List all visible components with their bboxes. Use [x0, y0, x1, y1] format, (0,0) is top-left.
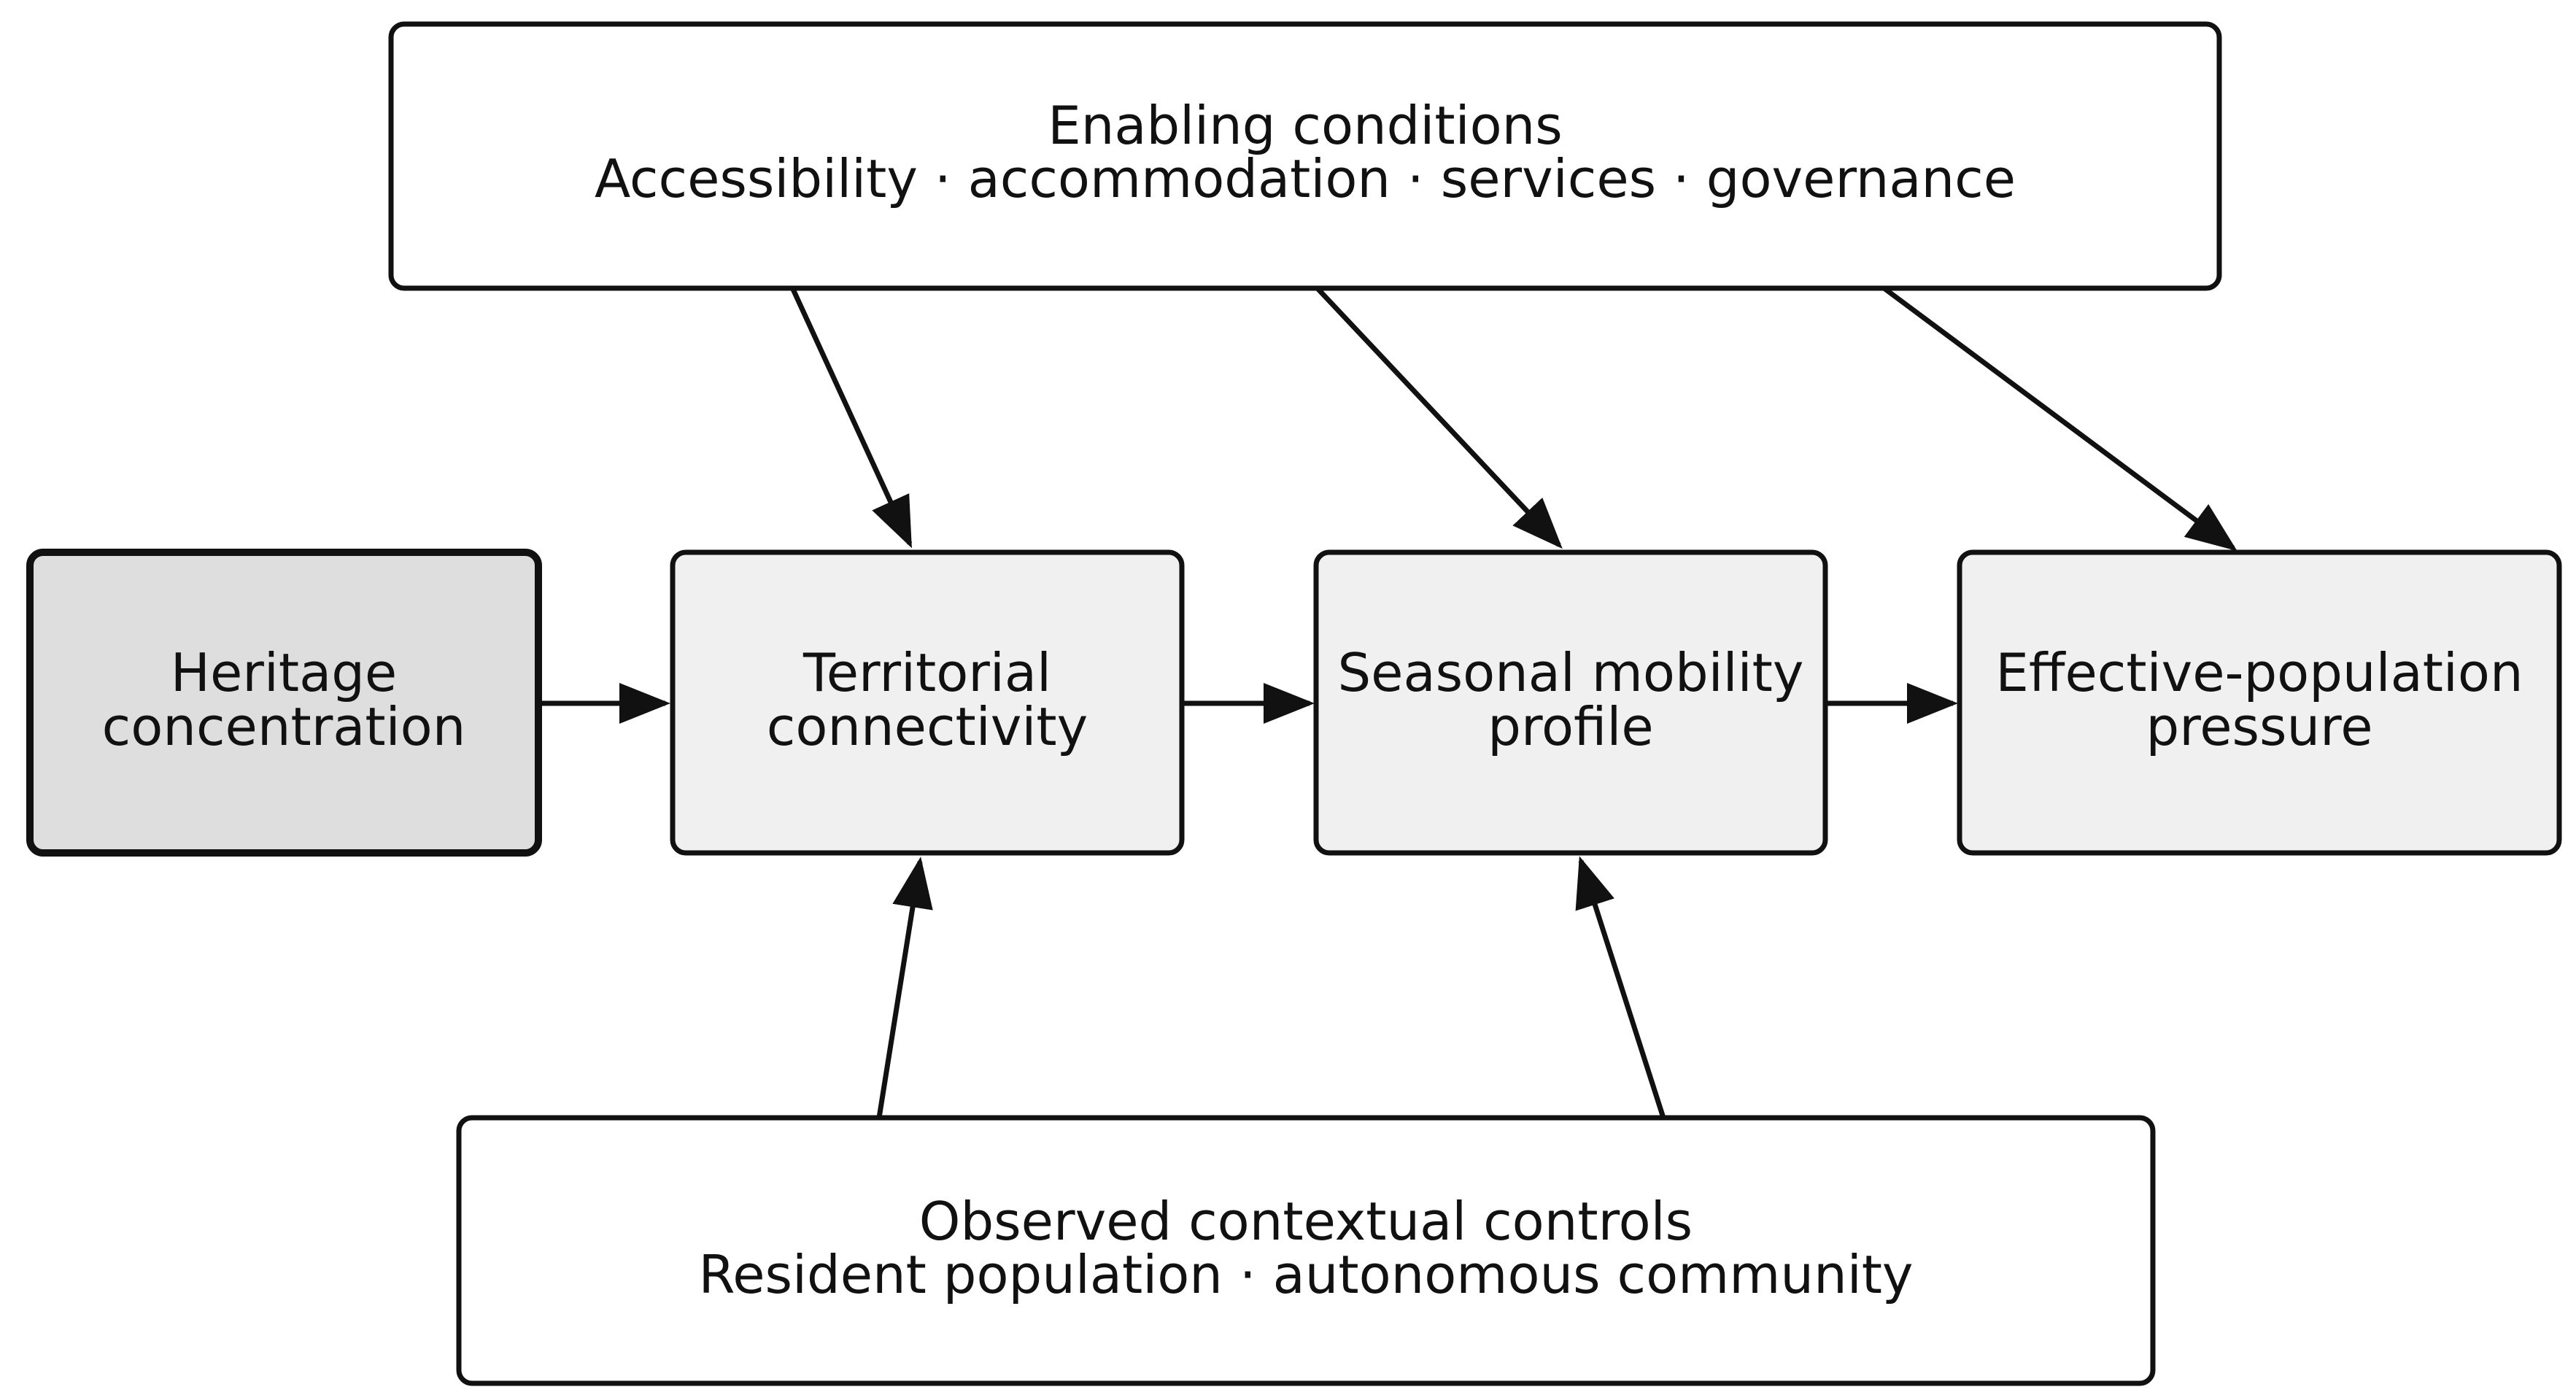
edge-controls-to-mobility — [1575, 856, 1666, 1119]
node-mobility-line1: Seasonal mobility — [1337, 642, 1803, 703]
node-enabling-conditions: Enabling conditions Accessibility · acco… — [388, 21, 2222, 291]
node-controls-box — [456, 1115, 2156, 1386]
edge-enabling-to-connectivity — [789, 285, 913, 549]
edges — [538, 281, 2237, 1119]
node-pressure-box — [1957, 549, 2562, 856]
node-heritage-line1: Heritage — [171, 642, 397, 703]
node-enabling-box — [388, 21, 2222, 291]
node-enabling-title: Enabling conditions — [1048, 95, 1563, 156]
node-enabling-subtitle: Accessibility · accommodation · services… — [595, 148, 2016, 209]
node-effective-population-pressure: Effective-population pressure — [1957, 549, 2562, 856]
edge-enabling-to-pressure — [1875, 281, 2237, 552]
edge-controls-to-connectivity — [876, 857, 933, 1118]
edge-enabling-to-mobility — [1310, 281, 1563, 549]
node-pressure-line2: pressure — [2146, 696, 2373, 757]
node-connectivity-line1: Territorial — [802, 642, 1051, 703]
node-connectivity-line2: connectivity — [767, 696, 1088, 757]
node-mobility-box — [1313, 549, 1828, 856]
node-heritage-line2: concentration — [102, 696, 466, 757]
node-heritage-box — [26, 549, 542, 857]
node-controls-title: Observed contextual controls — [919, 1191, 1693, 1252]
node-seasonal-mobility: Seasonal mobility profile — [1313, 549, 1828, 856]
node-controls-subtitle: Resident population · autonomous communi… — [698, 1244, 1913, 1305]
node-mobility-line2: profile — [1488, 696, 1653, 757]
node-connectivity-box — [670, 549, 1185, 856]
node-territorial-connectivity: Territorial connectivity — [670, 549, 1185, 856]
node-observed-contextual-controls: Observed contextual controls Resident po… — [456, 1115, 2156, 1386]
node-pressure-line1: Effective-population — [1995, 642, 2523, 703]
node-heritage-concentration: Heritage concentration — [26, 549, 542, 857]
